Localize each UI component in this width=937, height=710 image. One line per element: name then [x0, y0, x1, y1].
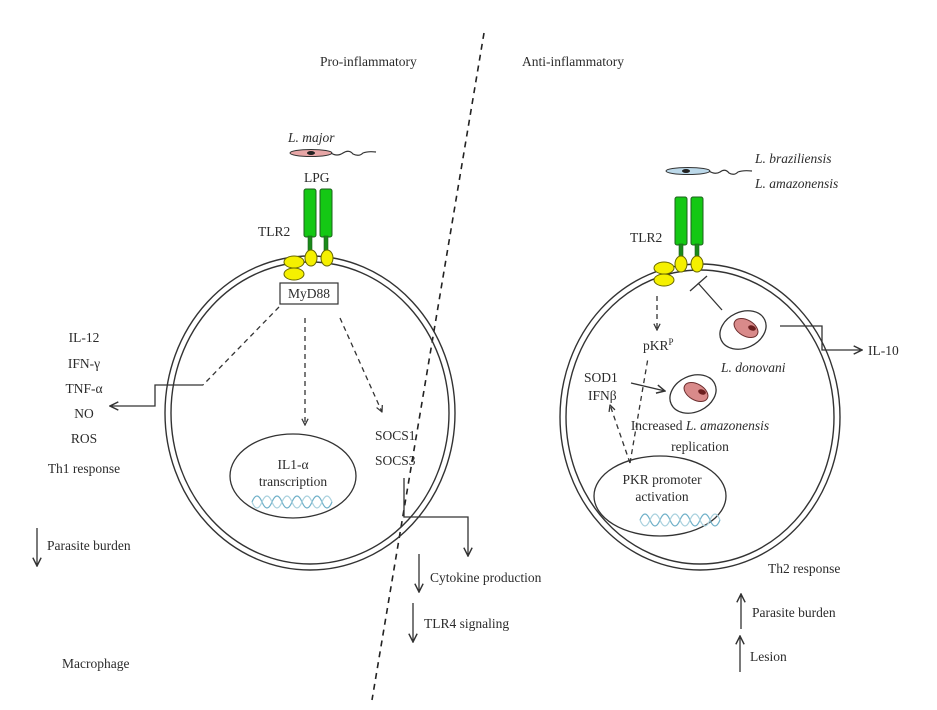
cytokine-il12: IL-12 [69, 330, 100, 345]
ifnb-label: IFNβ [588, 388, 617, 403]
lesion-up-label: Lesion [750, 649, 787, 664]
pkr-label: pKRP [643, 337, 674, 353]
left-tlr2-label: TLR2 [258, 224, 290, 239]
macrophage-label: Macrophage [62, 656, 129, 671]
inhibition-bar-icon [689, 275, 708, 292]
l-braziliensis-label: L. braziliensis [754, 151, 832, 166]
myd88-to-cytokines-dashed [202, 306, 280, 386]
il1a-label: IL1-α [277, 457, 308, 472]
cytokine-no: NO [74, 406, 94, 421]
l-amazonensis-amastigote-icon [669, 374, 717, 414]
left-macrophage: L. major LPG TLR2 MyD88 IL1-α transcript… [110, 130, 468, 571]
transcription-label: transcription [259, 474, 327, 489]
right-tlr2-label: TLR2 [630, 230, 662, 245]
il10-arrow [780, 325, 862, 350]
socs-effects-arrow [403, 478, 468, 556]
replication-label: replication [671, 439, 729, 454]
l-amazonensis-label: L. amazonensis [754, 176, 838, 191]
l-major-parasite-icon [289, 149, 377, 157]
right-cell-membrane-outer [559, 263, 841, 571]
right-tlr2-receptor-icon [653, 196, 704, 287]
l-donovani-label: L. donovani [720, 360, 786, 375]
pro-inflammatory-heading: Pro-inflammatory [320, 54, 417, 69]
activation-label: activation [635, 489, 688, 504]
left-dna-icon [251, 495, 333, 509]
right-dna-icon [639, 513, 721, 527]
pkr-promoter-label: PKR promoter [622, 472, 702, 487]
il10-label: IL-10 [868, 343, 899, 358]
donovani-inhibition-line [697, 282, 723, 311]
sod1-to-amastigote-arrow [630, 382, 665, 391]
cytokine-ros: ROS [71, 431, 97, 446]
pkr-promoter-to-pkr-dashed-line [629, 357, 649, 464]
divider-dashed-line [371, 32, 485, 701]
l-donovani-amastigote-icon [719, 310, 767, 350]
parasite-burden-down-label: Parasite burden [47, 538, 131, 553]
th2-response-label: Th2 response [768, 561, 840, 576]
cytokine-tnf-alpha: TNF-α [65, 381, 102, 396]
socs1-label: SOCS1 [375, 428, 416, 443]
myd88-label: MyD88 [288, 286, 330, 301]
left-cell-membrane-inner [170, 261, 450, 565]
right-nucleus [593, 455, 727, 537]
increased-replication-label: Increased L. amazonensis [631, 418, 769, 433]
sod1-label: SOD1 [584, 370, 618, 385]
cytokine-ifn-gamma: IFN-γ [68, 356, 100, 371]
th1-response-label: Th1 response [48, 461, 120, 476]
socs3-label: SOCS3 [375, 453, 416, 468]
left-nucleus [229, 433, 357, 519]
pkr-promoter-to-ifnb-dashed-arrow [610, 405, 631, 464]
cytokines-arrow [110, 384, 203, 406]
cytokine-production-label: Cytokine production [430, 570, 542, 585]
left-tlr2-receptor-icon [283, 188, 334, 281]
myd88-box [279, 282, 339, 305]
l-braziliensis-amazonensis-parasite-icon [665, 167, 753, 175]
right-macrophage: L. braziliensis L. amazonensis TLR2 pKRP… [559, 151, 899, 571]
myd88-to-socs-dashed-arrow [339, 317, 382, 412]
parasite-burden-up-label: Parasite burden [752, 605, 836, 620]
anti-inflammatory-heading: Anti-inflammatory [522, 54, 624, 69]
l-major-label: L. major [287, 130, 335, 145]
lpg-label: LPG [304, 170, 330, 185]
tlr4-signaling-label: TLR4 signaling [424, 616, 509, 631]
